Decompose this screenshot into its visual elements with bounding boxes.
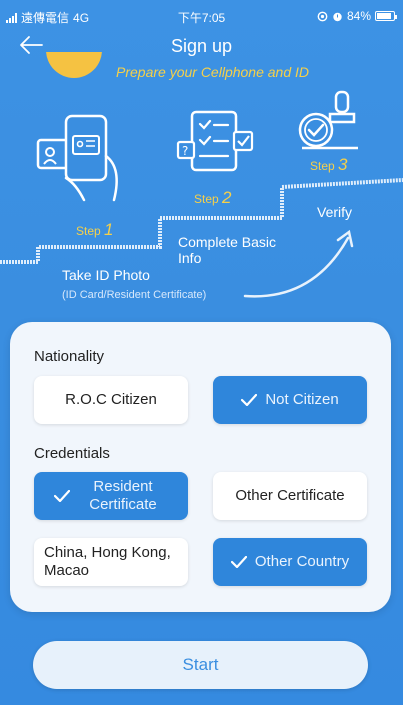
step-1-title: Take ID Photo <box>62 267 150 283</box>
arrow-left-icon <box>20 36 43 54</box>
not-citizen-option[interactable]: Not Citizen <box>213 376 367 424</box>
svg-text:?: ? <box>182 144 188 158</box>
other-certificate-label: Other Certificate <box>235 487 345 504</box>
intro-tagline: Prepare your Cellphone and ID <box>116 64 310 80</box>
status-left: 遠傳電信 4G <box>6 9 89 26</box>
step-1-subtitle: (ID Card/Resident Certificate) <box>62 289 207 301</box>
check-icon <box>230 556 247 568</box>
resident-certificate-option[interactable]: Resident Certificate <box>34 472 188 520</box>
step-1-word: Step <box>76 224 101 238</box>
battery-percent: 84% <box>346 9 371 23</box>
start-button-label: Start <box>182 655 219 674</box>
step-2-title: Complete Basic Info <box>178 234 277 266</box>
resident-certificate-label: Resident Certificate <box>89 478 157 513</box>
other-certificate-option[interactable]: Other Certificate <box>213 472 367 520</box>
other-country-option[interactable]: Other Country <box>213 538 367 586</box>
carrier-name: 遠傳電信 <box>21 11 70 25</box>
page-title: Sign up <box>170 36 233 56</box>
step-1-number: 1 <box>104 220 114 239</box>
location-icon <box>317 11 328 21</box>
back-button[interactable] <box>18 34 48 60</box>
check-icon <box>241 394 258 406</box>
nationality-label: Nationality <box>34 348 105 365</box>
check-icon <box>54 490 70 502</box>
step-3-word: Step <box>310 159 335 173</box>
status-bar: 遠傳電信 4G 下午7:05 84% <box>0 0 403 30</box>
start-button[interactable]: Start <box>33 641 368 689</box>
selection-card: Nationality R.O.C Citizen Not Citizen Cr… <box>10 322 391 612</box>
step-3-number: 3 <box>338 155 348 174</box>
step-3-label: Step 3 <box>310 155 348 175</box>
credentials-label: Credentials <box>34 445 110 462</box>
signal-icon <box>6 12 17 23</box>
form-checklist-icon: ? <box>176 110 254 172</box>
network-type: 4G <box>73 10 90 25</box>
china-hk-macao-label: China, Hong Kong, Macao <box>44 544 171 579</box>
alarm-icon <box>333 12 342 21</box>
step-2-number: 2 <box>222 188 232 207</box>
battery-icon <box>375 11 397 21</box>
roc-citizen-label: R.O.C Citizen <box>65 391 157 408</box>
step-3-title: Verify <box>317 204 353 220</box>
step-1-label: Step 1 <box>76 220 114 240</box>
sun-illustration <box>46 52 102 78</box>
china-hk-macao-option[interactable]: China, Hong Kong, Macao <box>34 538 188 586</box>
step-2-word: Step <box>194 192 219 206</box>
phone-id-card-icon <box>36 114 118 202</box>
step-2-label: Step 2 <box>194 188 232 208</box>
not-citizen-label: Not Citizen <box>265 391 339 408</box>
stamp-check-icon <box>298 90 358 150</box>
status-time: 下午7:05 <box>177 11 226 25</box>
other-country-label: Other Country <box>254 553 350 570</box>
roc-citizen-option[interactable]: R.O.C Citizen <box>34 376 188 424</box>
status-right: 84% <box>317 9 397 23</box>
